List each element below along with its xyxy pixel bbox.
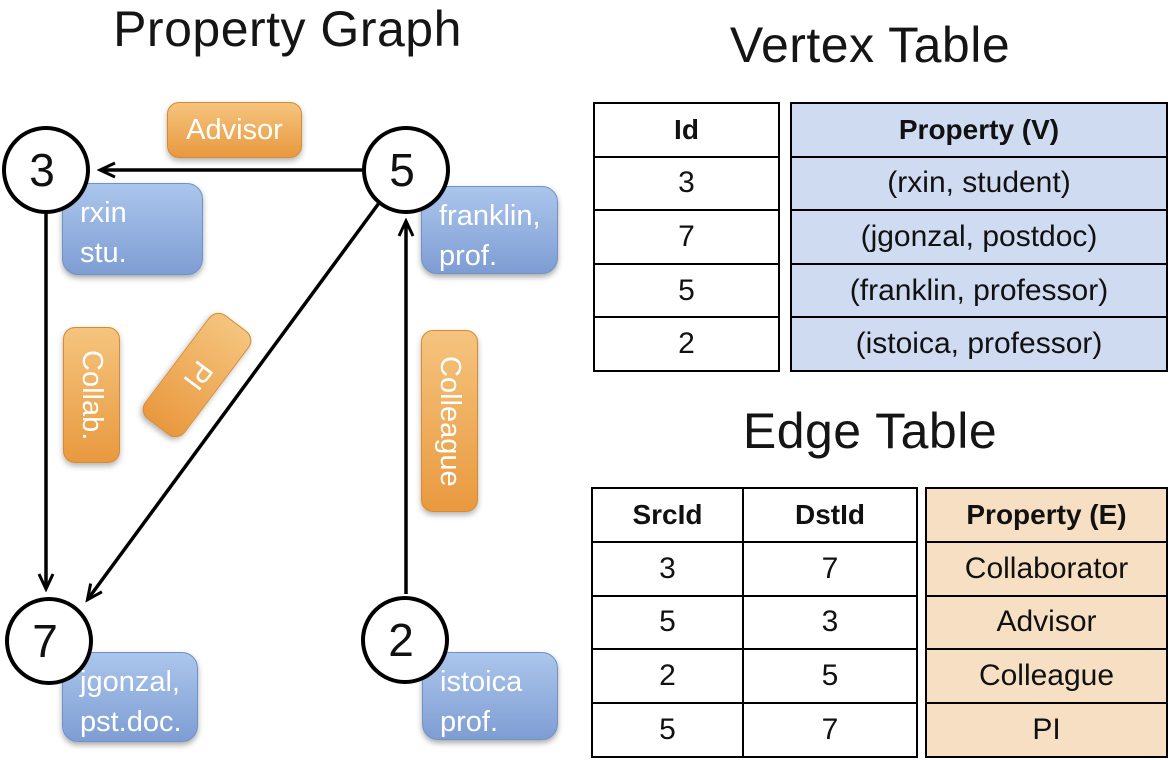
vertex-property-cell: (rxin, student) xyxy=(887,166,1071,200)
edge-table-header-property: Property (E) xyxy=(966,498,1127,530)
edge-property-cell: Colleague xyxy=(978,659,1115,693)
vertex-property-cell: (jgonzal, postdoc) xyxy=(860,219,1098,253)
edge-table-title: Edge Table xyxy=(742,403,998,459)
edge-dstid-cell: 7 xyxy=(742,704,916,756)
edge-dstid-cell: 5 xyxy=(742,650,916,703)
edge-arrow-5-to-7 xyxy=(88,201,381,599)
edge-property-cell: Advisor xyxy=(996,605,1097,639)
vertex-property-cell: (franklin, professor) xyxy=(849,273,1109,307)
property-graph-title: Property Graph xyxy=(113,1,462,57)
graph-edges xyxy=(0,0,585,760)
edge-srcid-cell: 5 xyxy=(659,605,676,639)
vertex-property-box-3: rxin stu. xyxy=(62,183,203,275)
vertex-property-cell: (istoica, professor) xyxy=(855,327,1103,361)
edge-table-id-columns: SrcId DstId 3 7 5 3 2 5 5 7 xyxy=(591,487,918,758)
edge-property-cell: PI xyxy=(1032,713,1061,747)
edge-label-collab: Collab. xyxy=(63,327,120,463)
edge-srcid-cell: 2 xyxy=(659,659,676,693)
edge-label-advisor: Advisor xyxy=(167,102,302,158)
vertex-table-id-column: Id 3 7 5 2 xyxy=(593,102,780,372)
vertex-property-line: stu. xyxy=(80,237,127,270)
vertex-table-header-id: Id xyxy=(674,113,699,145)
edge-table-header-srcid: SrcId xyxy=(632,498,703,530)
vertex-property-line: jgonzal, xyxy=(80,666,180,698)
vertex-property-line: istoica xyxy=(440,666,523,698)
vertex-property-box-5: franklin, prof. xyxy=(421,186,558,274)
edge-dstid-cell: 3 xyxy=(742,596,916,649)
vertex-property-line: prof. xyxy=(439,240,498,273)
edge-dstid-cell: 7 xyxy=(742,542,916,595)
vertex-table-header-property: Property (V) xyxy=(898,113,1060,145)
vertex-id-cell: 7 xyxy=(678,219,695,253)
vertex-table-title: Vertex Table xyxy=(729,17,1011,73)
vertex-id-cell: 3 xyxy=(678,166,695,200)
vertex-node-2: 2 xyxy=(361,596,449,684)
vertex-property-line: pst.doc. xyxy=(80,706,182,739)
vertex-id-cell: 5 xyxy=(678,273,695,307)
vertex-property-line: prof. xyxy=(440,706,499,739)
edge-table-header-dstid: DstId xyxy=(742,489,916,541)
vertex-property-box-7: jgonzal, pst.doc. xyxy=(62,652,198,742)
vertex-node-5: 5 xyxy=(362,126,450,214)
edge-property-cell: Collaborator xyxy=(964,551,1129,585)
vertex-table-property-column: Property (V) (rxin, student) (jgonzal, p… xyxy=(790,102,1168,372)
vertex-node-7: 7 xyxy=(5,597,93,685)
edge-table-property-column: Property (E) Collaborator Advisor Collea… xyxy=(925,487,1168,758)
edge-srcid-cell: 5 xyxy=(659,713,676,747)
edge-srcid-cell: 3 xyxy=(659,551,676,585)
edge-label-colleague: Colleague xyxy=(421,330,478,512)
vertex-property-line: franklin, xyxy=(439,200,541,232)
vertex-property-box-2: istoica prof. xyxy=(422,652,558,740)
vertex-node-3: 3 xyxy=(2,126,90,214)
vertex-id-cell: 2 xyxy=(678,327,695,361)
vertex-property-line: rxin xyxy=(80,197,127,229)
